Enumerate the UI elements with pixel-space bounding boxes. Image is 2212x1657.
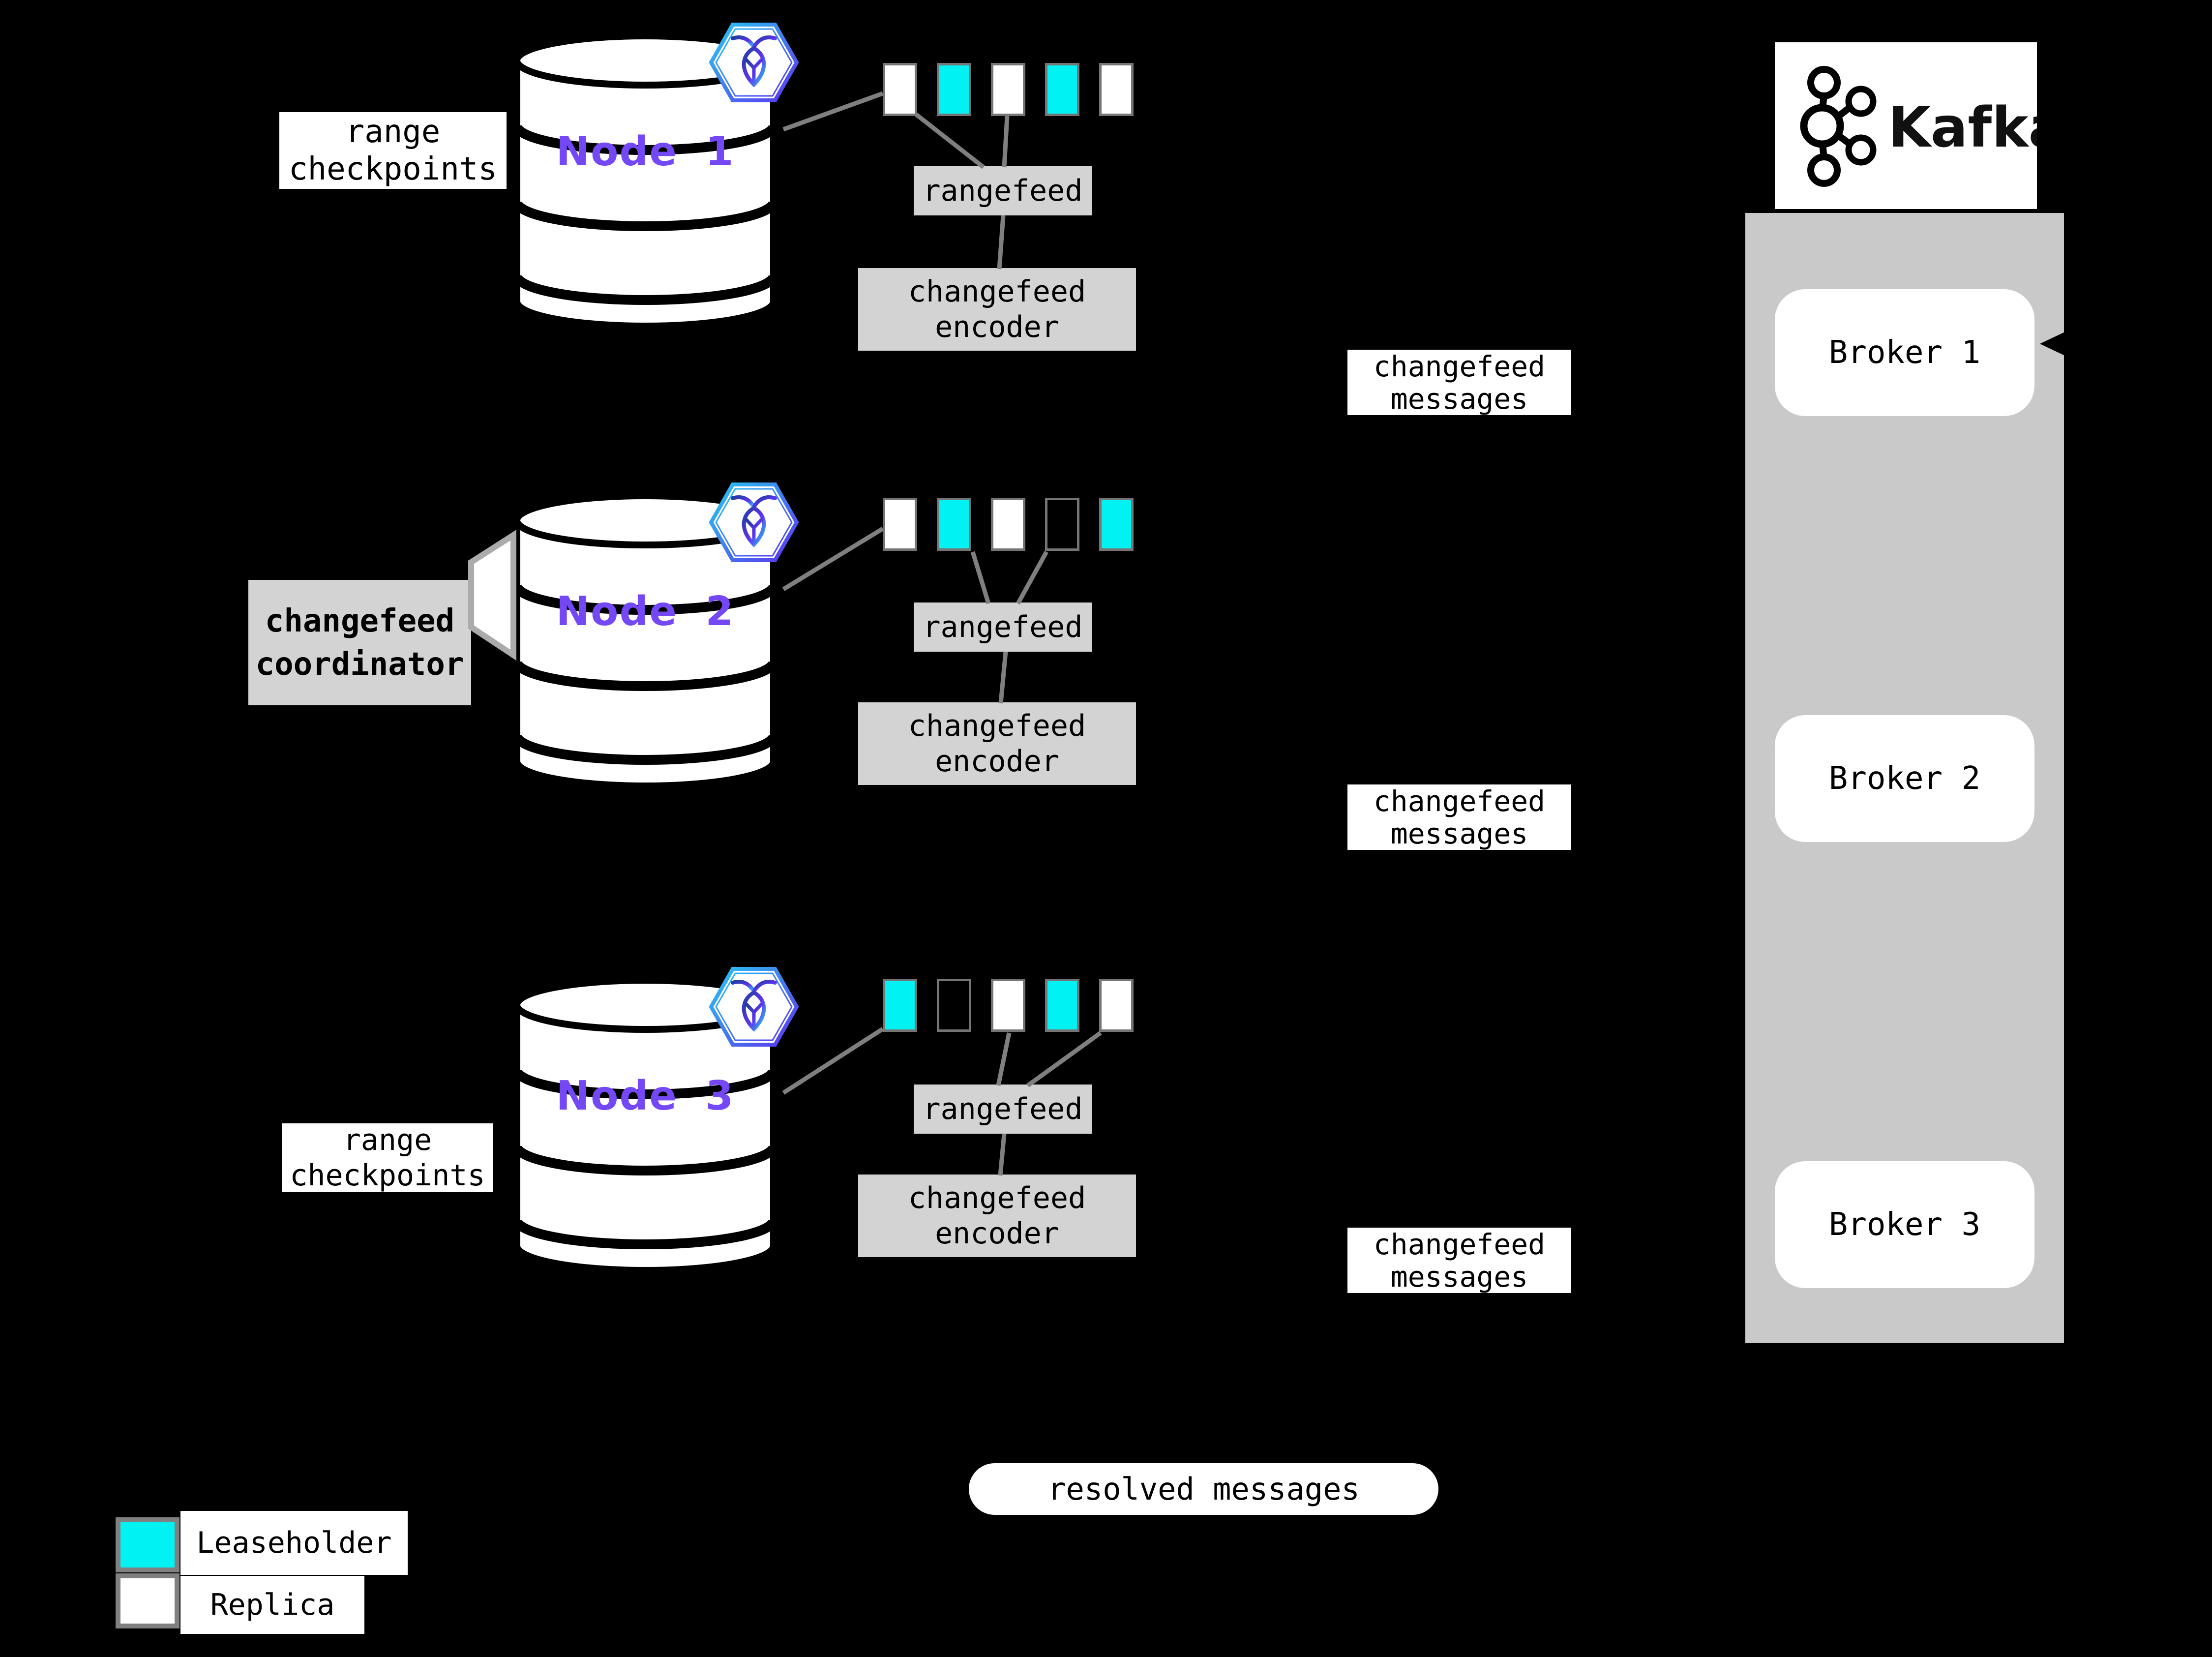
messages-label-line2: messages: [1390, 816, 1528, 850]
node-1-label-text: Node 1: [556, 128, 735, 175]
range-checkpoints-label-bottom: range checkpoints: [282, 1123, 493, 1193]
changefeed-encoder-box-node2: changefeed encoder: [858, 702, 1136, 785]
range-square: [991, 63, 1025, 116]
range-square: [991, 498, 1025, 551]
range-checkpoints-line2: checkpoints: [289, 151, 497, 187]
range-square: [937, 979, 971, 1032]
coordinator-flap: [468, 530, 516, 661]
range-checkpoints-line2: checkpoints: [290, 1158, 485, 1193]
messages-label-line1: changefeed: [1373, 1227, 1546, 1261]
messages-label-line1: changefeed: [1373, 349, 1546, 383]
range-square: [1045, 979, 1079, 1032]
rangefeed-box-node1: rangefeed: [914, 166, 1092, 215]
rangefeed-label: rangefeed: [923, 174, 1083, 208]
range-square: [991, 979, 1025, 1032]
changefeed-coordinator-box: changefeed coordinator: [248, 580, 471, 705]
range-square: [937, 63, 971, 116]
cockroachdb-icon: [709, 482, 799, 562]
resolved-messages-pill: resolved messages: [969, 1463, 1438, 1515]
encoder-label-line2: encoder: [935, 310, 1059, 344]
encoder-label-line1: changefeed: [908, 709, 1086, 743]
changefeed-messages-label-1: changefeed messages: [1347, 350, 1571, 415]
node-1-label: Node 1: [512, 127, 778, 176]
changefeed-encoder-box-node1: changefeed encoder: [858, 268, 1136, 351]
legend-replica-label: Replica: [180, 1576, 364, 1634]
database-cylinder-icon: [512, 32, 778, 330]
kafka-logo-icon: Kafka: [1800, 66, 2037, 187]
rangefeed-box-node2: rangefeed: [914, 603, 1092, 652]
resolved-messages-label: resolved messages: [1047, 1471, 1360, 1507]
changefeed-messages-label-3: changefeed messages: [1347, 1228, 1571, 1293]
range-square: [1045, 498, 1079, 551]
coordinator-label-line1: changefeed: [265, 603, 455, 639]
range-checkpoints-label-top: range checkpoints: [279, 112, 507, 189]
kafka-broker-2: Broker 2: [1775, 715, 2034, 842]
range-square: [883, 979, 917, 1032]
broker-label: Broker 1: [1828, 334, 1981, 371]
legend-replica-swatch: [116, 1573, 179, 1628]
coordinator-label-line2: coordinator: [255, 646, 464, 683]
range-checkpoints-line1: range: [345, 114, 441, 150]
range-square: [883, 498, 917, 551]
broker-label: Broker 2: [1828, 760, 1981, 797]
node-2-label-text: Node 2: [556, 588, 735, 635]
encoder-label-line2: encoder: [935, 1216, 1059, 1251]
cockroachdb-icon: [709, 967, 799, 1047]
broker-label: Broker 3: [1828, 1206, 1981, 1243]
database-cylinder-icon: [512, 977, 778, 1274]
legend-leaseholder-label: Leaseholder: [180, 1511, 408, 1575]
kafka-broker-1: Broker 1: [1775, 289, 2034, 416]
encoder-label-line2: encoder: [935, 744, 1059, 779]
range-checkpoints-line1: range: [343, 1123, 432, 1157]
range-square: [1099, 979, 1134, 1032]
messages-label-line2: messages: [1390, 382, 1528, 416]
node-2-label: Node 2: [512, 587, 778, 636]
changefeed-messages-label-2: changefeed messages: [1347, 784, 1571, 850]
range-square: [1099, 498, 1134, 551]
changefeed-encoder-box-node3: changefeed encoder: [858, 1175, 1136, 1257]
node-3-label-text: Node 3: [556, 1072, 735, 1119]
legend-label-text: Leaseholder: [196, 1526, 392, 1560]
cockroachdb-icon: [709, 23, 799, 102]
rangefeed-label: rangefeed: [923, 610, 1083, 644]
encoder-label-line1: changefeed: [908, 1181, 1086, 1215]
legend-leaseholder-swatch: [116, 1517, 179, 1572]
range-square: [1045, 63, 1079, 116]
rangefeed-box-node3: rangefeed: [914, 1085, 1092, 1134]
node-3-label: Node 3: [512, 1071, 778, 1120]
range-square: [937, 498, 971, 551]
encoder-label-line1: changefeed: [908, 274, 1086, 309]
kafka-broker-3: Broker 3: [1775, 1161, 2034, 1288]
kafka-wordmark: Kafka: [1888, 96, 2037, 160]
range-square: [1099, 63, 1134, 116]
messages-label-line1: changefeed: [1373, 784, 1546, 818]
legend-label-text: Replica: [210, 1588, 335, 1622]
kafka-logo-box: Kafka: [1775, 42, 2037, 209]
rangefeed-label: rangefeed: [923, 1092, 1083, 1126]
range-square: [883, 63, 917, 116]
messages-label-line2: messages: [1390, 1260, 1528, 1294]
